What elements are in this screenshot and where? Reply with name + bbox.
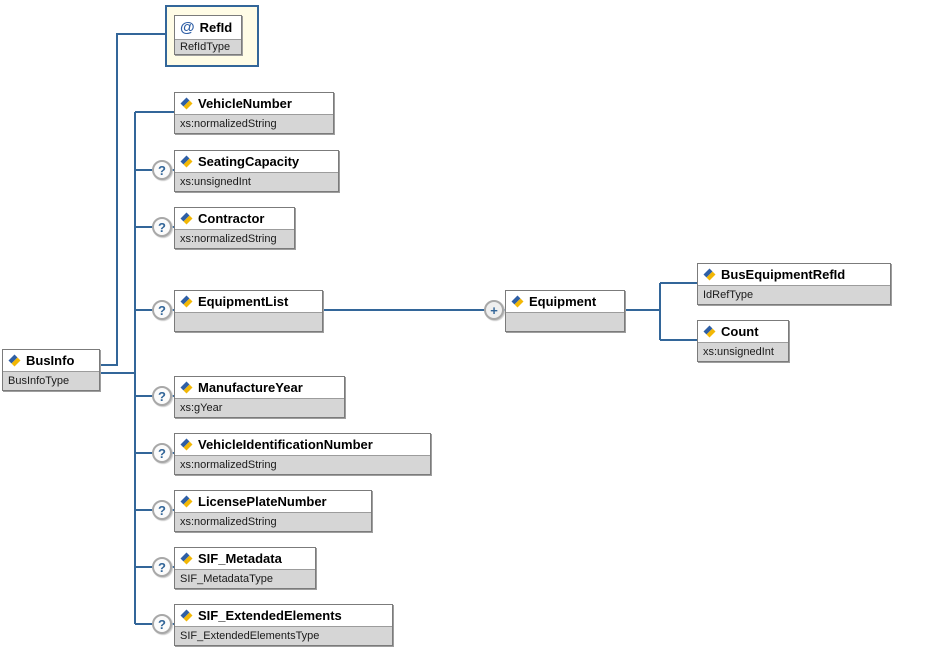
- node-type: [175, 312, 322, 331]
- optional-badge-sifmetadata: ?: [152, 557, 172, 577]
- node-label: Contractor: [198, 211, 265, 226]
- node-type: xs:normalizedString: [175, 114, 333, 133]
- node-label: BusEquipmentRefId: [721, 267, 846, 282]
- node-type: SIF_MetadataType: [175, 569, 315, 588]
- node-label: Equipment: [529, 294, 597, 309]
- attribute-at-icon: @: [180, 19, 195, 36]
- element-icon: [180, 438, 193, 451]
- element-node-count[interactable]: Count xs:unsignedInt: [697, 320, 789, 362]
- element-icon: [180, 609, 193, 622]
- element-icon: [180, 381, 193, 394]
- element-node-licenseplatenumber[interactable]: LicensePlateNumber xs:normalizedString: [174, 490, 372, 532]
- element-node-sif-metadata[interactable]: SIF_Metadata SIF_MetadataType: [174, 547, 316, 589]
- element-node-busequipmentrefid[interactable]: BusEquipmentRefId IdRefType: [697, 263, 891, 305]
- element-icon: [180, 295, 193, 308]
- element-node-manufactureyear[interactable]: ManufactureYear xs:gYear: [174, 376, 345, 418]
- node-type: SIF_ExtendedElementsType: [175, 626, 392, 645]
- node-type: RefIdType: [175, 39, 242, 54]
- node-type: IdRefType: [698, 285, 890, 304]
- element-node-contractor[interactable]: Contractor xs:normalizedString: [174, 207, 295, 249]
- attribute-group-refid: @ RefId RefIdType: [165, 5, 259, 67]
- node-label: SIF_Metadata: [198, 551, 282, 566]
- optional-badge-vin: ?: [152, 443, 172, 463]
- element-node-seatingcapacity[interactable]: SeatingCapacity xs:unsignedInt: [174, 150, 339, 192]
- node-label: ManufactureYear: [198, 380, 303, 395]
- node-type: [506, 312, 624, 331]
- node-type: xs:normalizedString: [175, 229, 294, 248]
- optional-badge-seatingcapacity: ?: [152, 160, 172, 180]
- node-type: xs:normalizedString: [175, 512, 371, 531]
- element-node-equipment[interactable]: Equipment: [505, 290, 625, 332]
- node-type: xs:unsignedInt: [175, 172, 338, 191]
- element-icon: [703, 325, 716, 338]
- node-type: xs:unsignedInt: [698, 342, 788, 361]
- node-label: SIF_ExtendedElements: [198, 608, 342, 623]
- wire-attribute: [99, 33, 165, 366]
- node-type: xs:gYear: [175, 398, 344, 417]
- node-label: RefId: [199, 20, 233, 35]
- element-node-vehicleidentificationnumber[interactable]: VehicleIdentificationNumber xs:normalize…: [174, 433, 431, 475]
- element-icon: [180, 495, 193, 508]
- element-icon: [180, 155, 193, 168]
- element-icon: [180, 552, 193, 565]
- optional-badge-manufactureyear: ?: [152, 386, 172, 406]
- node-type: xs:normalizedString: [175, 455, 430, 474]
- attribute-node-refid[interactable]: @ RefId RefIdType: [174, 15, 243, 55]
- node-label: BusInfo: [26, 353, 75, 368]
- node-label: Count: [721, 324, 759, 339]
- optional-badge-equipmentlist: ?: [152, 300, 172, 320]
- element-icon: [511, 295, 524, 308]
- node-label: VehicleIdentificationNumber: [198, 437, 373, 452]
- element-node-equipmentlist[interactable]: EquipmentList: [174, 290, 323, 332]
- node-type: BusInfoType: [3, 371, 99, 390]
- element-icon: [180, 97, 193, 110]
- element-icon: [703, 268, 716, 281]
- element-node-vehiclenumber[interactable]: VehicleNumber xs:normalizedString: [174, 92, 334, 134]
- node-label: VehicleNumber: [198, 96, 292, 111]
- element-icon: [180, 212, 193, 225]
- element-node-sif-extendedelements[interactable]: SIF_ExtendedElements SIF_ExtendedElement…: [174, 604, 393, 646]
- element-node-businfo[interactable]: BusInfo BusInfoType: [2, 349, 100, 391]
- element-icon: [8, 354, 21, 367]
- node-label: LicensePlateNumber: [198, 494, 327, 509]
- optional-badge-sifext: ?: [152, 614, 172, 634]
- node-label: SeatingCapacity: [198, 154, 300, 169]
- optional-badge-licenseplate: ?: [152, 500, 172, 520]
- optional-badge-contractor: ?: [152, 217, 172, 237]
- repeat-badge-equipment[interactable]: +: [484, 300, 504, 320]
- node-label: EquipmentList: [198, 294, 289, 309]
